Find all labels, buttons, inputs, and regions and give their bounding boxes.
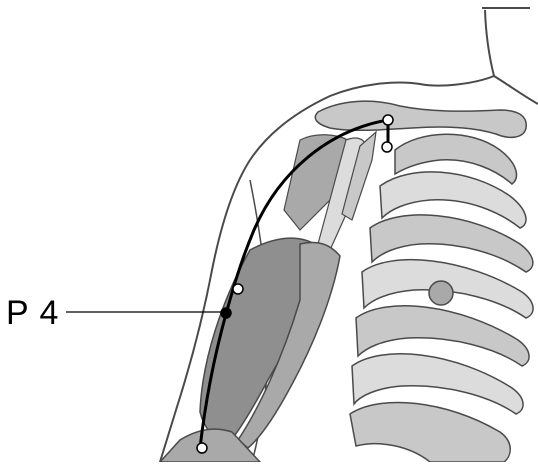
shoulder-tendons xyxy=(284,132,376,250)
acupoint-marker xyxy=(382,142,392,152)
shoulder-outline xyxy=(494,76,538,104)
nipple-marker xyxy=(429,281,453,305)
acupoint-marker xyxy=(233,284,243,294)
point-label: P 4 xyxy=(6,294,59,333)
acupoint-p4-marker xyxy=(221,308,231,318)
acupoint-marker xyxy=(383,115,393,125)
acupoint-marker xyxy=(197,443,207,453)
